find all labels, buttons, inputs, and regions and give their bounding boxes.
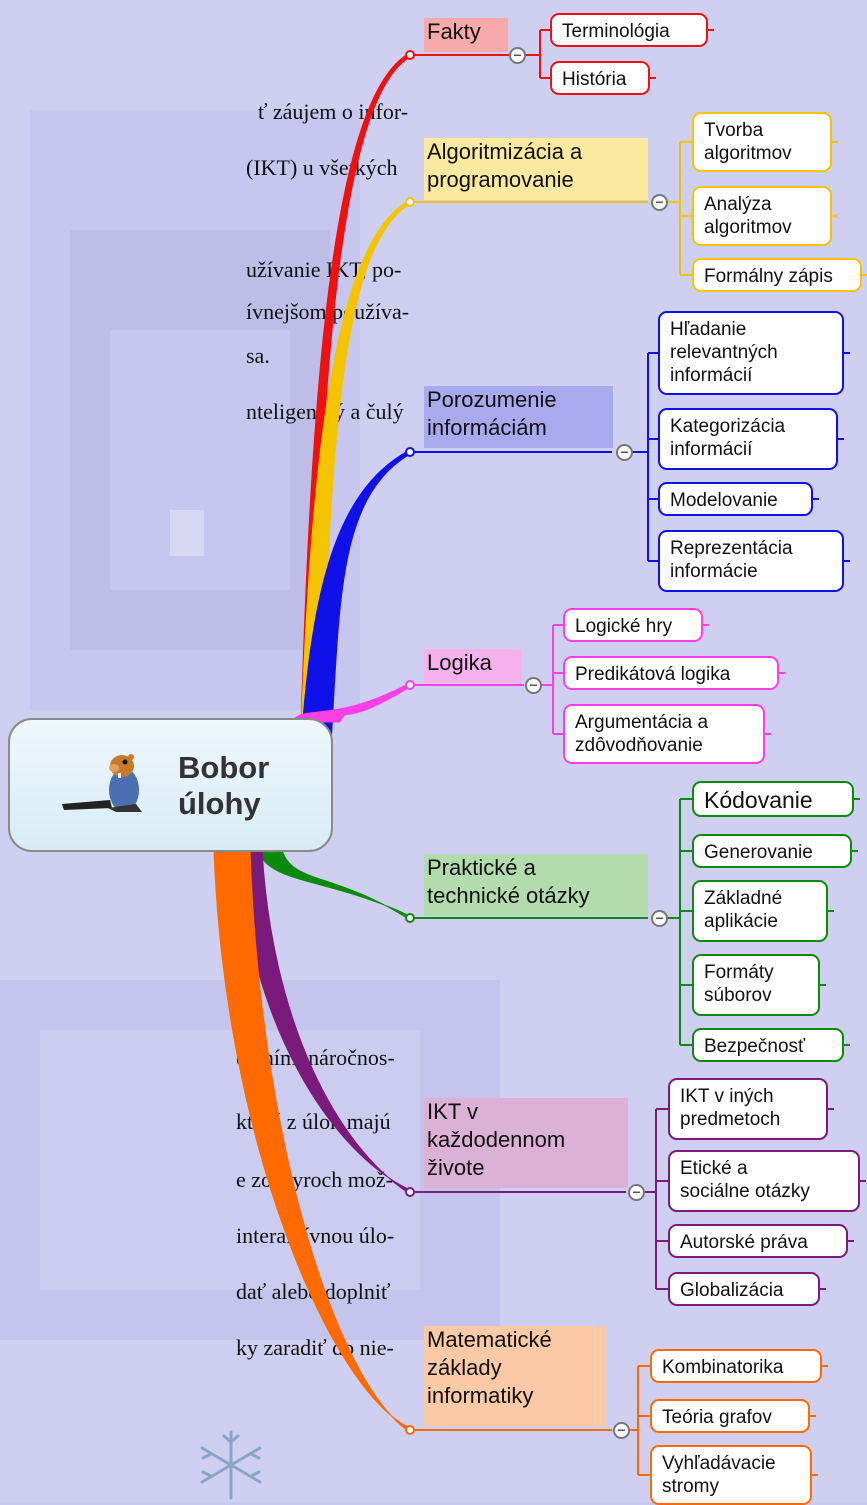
- junction-dot: [405, 913, 415, 923]
- subtopic-node[interactable]: Kombinatorika: [650, 1349, 822, 1383]
- topic-node[interactable]: Praktické a technické otázky: [424, 854, 648, 916]
- subtopic-node[interactable]: Formálny zápis: [692, 258, 862, 292]
- subtopic-node[interactable]: Terminológia: [550, 13, 708, 47]
- subtopic-node[interactable]: Formáty súborov: [692, 954, 820, 1016]
- collapse-icon[interactable]: −: [628, 1184, 645, 1201]
- collapse-icon[interactable]: −: [616, 444, 633, 461]
- topic-node[interactable]: Logika: [424, 649, 522, 683]
- body-text-line: ť záujem o infor-: [258, 99, 409, 124]
- subtopic-node[interactable]: Globalizácia: [668, 1272, 820, 1306]
- body-text-line: užívanie IKT, po-: [246, 257, 402, 282]
- collapse-icon[interactable]: −: [613, 1422, 630, 1439]
- branch-ribbon: [213, 849, 411, 1433]
- body-text-line: (IKT) u všetkých: [246, 155, 398, 180]
- subtopic-node[interactable]: Základné aplikácie: [692, 880, 828, 942]
- subtopic-node[interactable]: Vyhľadávacie stromy: [650, 1445, 812, 1505]
- central-topic-label: Bobor úlohy: [178, 750, 270, 821]
- branch-ribbon: [257, 849, 411, 921]
- subtopic-node[interactable]: Bezpečnosť: [692, 1028, 844, 1062]
- body-text-line: interaktívnou úlo-: [236, 1223, 395, 1248]
- subtopic-node[interactable]: Logické hry: [563, 608, 703, 642]
- background-panel: [40, 1030, 420, 1290]
- collapse-icon[interactable]: −: [651, 910, 668, 927]
- body-text-line: sa.: [246, 343, 270, 368]
- collapse-icon[interactable]: −: [509, 47, 526, 64]
- subtopic-node[interactable]: História: [550, 61, 650, 95]
- junction-dot: [405, 447, 415, 457]
- background-panel: [170, 510, 204, 556]
- junction-dot: [405, 1425, 415, 1435]
- topic-node[interactable]: Porozumenie informáciám: [424, 386, 613, 448]
- junction-dot: [405, 1187, 415, 1197]
- topic-node[interactable]: IKT v každodennom živote: [424, 1098, 628, 1188]
- body-text-line: e zo štyroch mož-: [236, 1167, 393, 1192]
- junction-dot: [405, 50, 415, 60]
- topic-node[interactable]: Fakty: [424, 18, 508, 52]
- subtopic-node[interactable]: Hľadanie relevantných informácií: [658, 311, 844, 395]
- subtopic-node[interactable]: Predikátová logika: [563, 656, 779, 690]
- subtopic-node[interactable]: Analýza algoritmov: [692, 186, 832, 246]
- junction-dot: [405, 680, 415, 690]
- subtopic-node[interactable]: IKT v iných predmetoch: [668, 1078, 828, 1140]
- subtopic-node[interactable]: Kategorizácia informácií: [658, 408, 838, 470]
- topic-node[interactable]: Matematické základy informatiky: [424, 1326, 606, 1426]
- subtopic-node[interactable]: Generovanie: [692, 834, 852, 868]
- subtopic-node[interactable]: Kódovanie: [692, 781, 854, 817]
- topic-node[interactable]: Algoritmizácia a programovanie: [424, 138, 648, 200]
- subtopic-node[interactable]: Modelovanie: [658, 482, 813, 516]
- subtopic-node[interactable]: Teória grafov: [650, 1399, 810, 1433]
- subtopic-node[interactable]: Tvorba algoritmov: [692, 112, 832, 172]
- subtopic-node[interactable]: Reprezentácia informácie: [658, 530, 844, 592]
- body-text-line: ky zaradiť do nie-: [236, 1335, 394, 1360]
- collapse-icon[interactable]: −: [525, 677, 542, 694]
- subtopic-node[interactable]: Etické a sociálne otázky: [668, 1150, 860, 1212]
- snowflake-icon: [200, 1430, 262, 1500]
- collapse-icon[interactable]: −: [651, 194, 668, 211]
- central-topic[interactable]: Bobor úlohy: [8, 718, 333, 852]
- subtopic-node[interactable]: Argumentácia a zdôvodňovanie: [563, 704, 765, 764]
- junction-dot: [405, 197, 415, 207]
- subtopic-node[interactable]: Autorské práva: [668, 1224, 848, 1258]
- beaver-icon: [62, 754, 142, 812]
